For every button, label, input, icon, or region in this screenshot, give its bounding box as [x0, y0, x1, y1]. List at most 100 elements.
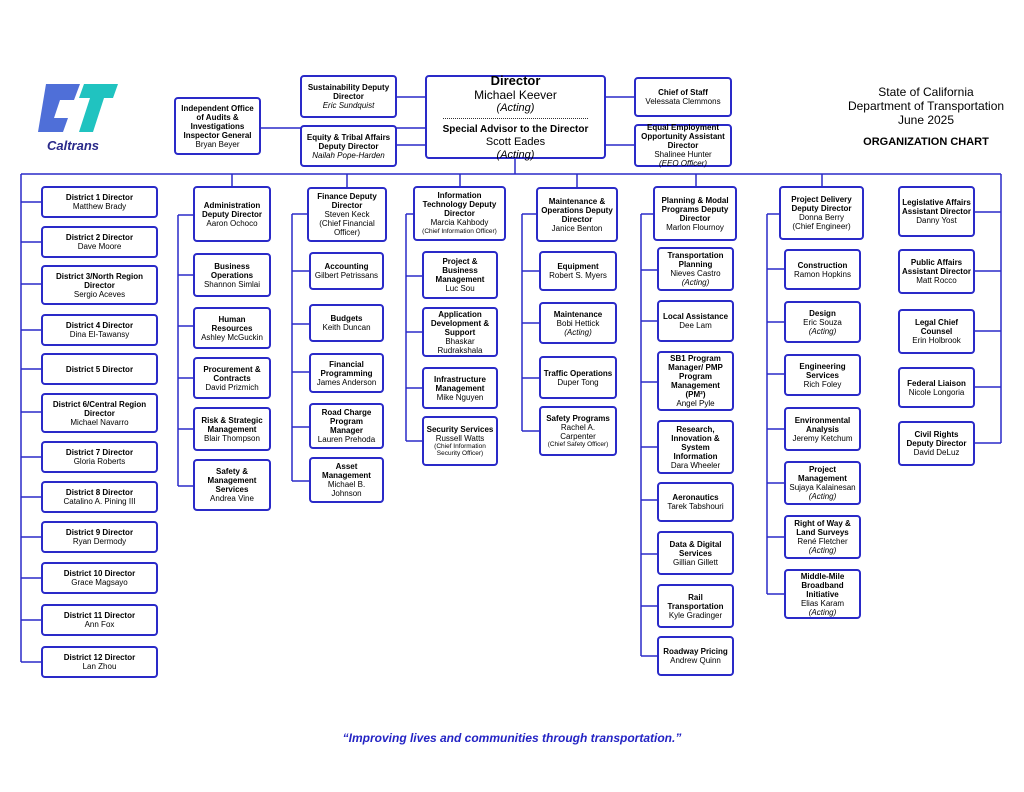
- unit-name: Kyle Gradinger: [668, 610, 723, 620]
- unit-title: Infrastructure Management: [433, 374, 486, 393]
- header-state: State of California: [878, 85, 974, 99]
- division-head-name: Steven Keck: [324, 210, 370, 219]
- division-head-name: Donna Berry: [799, 213, 844, 222]
- audits-name: Bryan Beyer: [195, 139, 240, 149]
- project-business-box: Project & Business Management Luc Sou: [422, 251, 498, 299]
- project-management-box: Project Management Sujaya Kalainesan (Ac…: [784, 461, 861, 505]
- unit-title: Project & Business Management: [435, 257, 485, 284]
- unit-name: René Fletcher: [797, 537, 848, 546]
- sustainability-box: Sustainability Deputy Director Eric Sund…: [300, 75, 397, 118]
- caltrans-logo-mark-icon: Caltrans: [38, 84, 118, 153]
- district-4-box: District 4 Director Dina El-Tawansy: [41, 314, 158, 346]
- aeronautics-box: Aeronautics Tarek Tabshouri: [657, 482, 734, 522]
- legislative-affairs-box: Legislative Affairs Assistant Director D…: [898, 186, 975, 237]
- district-8-box: District 8 Director Catalino A. Pining I…: [41, 481, 158, 513]
- unit-name: Dee Lam: [679, 321, 712, 330]
- district-title: District 10 Director: [63, 569, 136, 578]
- logo-wordmark: Caltrans: [47, 138, 99, 153]
- district-title: District 8 Director: [65, 488, 134, 497]
- district-title: District 9 Director: [65, 528, 134, 537]
- unit-name: David DeLuz: [913, 448, 960, 457]
- unit-name: Andrea Vine: [210, 494, 254, 503]
- division-head-note: (Chief Engineer): [792, 222, 851, 231]
- division-head-title: Information Technology Deputy Director: [422, 191, 497, 218]
- traffic-operations-box: Traffic Operations Duper Tong: [539, 356, 617, 399]
- unit-title: Business Operations: [210, 261, 254, 280]
- asset-management-box: Asset Management Michael B. Johnson: [309, 457, 384, 503]
- unit-note: (Acting): [808, 492, 837, 501]
- safety-management-box: Safety & Management Services Andrea Vine: [193, 459, 271, 511]
- district-7-box: District 7 Director Gloria Roberts: [41, 441, 158, 473]
- unit-title: Right of Way & Land Surveys: [794, 519, 851, 537]
- district-name: Ann Fox: [84, 620, 115, 629]
- district-name: Dina El-Tawansy: [69, 330, 130, 339]
- unit-title: Data & Digital Services: [669, 539, 722, 558]
- unit-name: Nicole Longoria: [908, 387, 965, 397]
- unit-title: Environmental Analysis: [794, 415, 851, 434]
- director-box: Director Michael Keever (Acting) Special…: [425, 73, 606, 161]
- equipment-box: Equipment Robert S. Myers: [539, 251, 617, 291]
- data-digital-box: Data & Digital Services Gillian Gillett: [657, 531, 734, 575]
- district-title: District 5 Director: [65, 364, 134, 374]
- district-name: Grace Magsayo: [71, 578, 128, 587]
- local-assistance-box: Local Assistance Dee Lam: [657, 300, 734, 342]
- sb1-program-box: SB1 Program Manager/ PMP Program Managem…: [657, 351, 734, 411]
- unit-name: Bobi Hettick: [556, 318, 600, 328]
- district-2-box: District 2 Director Dave Moore: [41, 226, 158, 258]
- unit-note: (Acting): [808, 607, 837, 617]
- unit-title: SB1 Program Manager/ PMP Program Managem…: [668, 354, 723, 399]
- district-3-box: District 3/North Region Director Sergio …: [41, 265, 158, 305]
- unit-title: Design: [809, 308, 836, 318]
- procurement-contracts-box: Procurement & Contracts David Prizmich: [193, 357, 271, 399]
- chief-of-staff-title: Chief of Staff: [658, 88, 708, 97]
- unit-title: Asset Management: [322, 462, 371, 480]
- division-head-title: Administration Deputy Director: [201, 200, 262, 219]
- unit-title: Application Development & Support: [430, 309, 490, 337]
- director-name: Michael Keever: [474, 87, 557, 102]
- unit-name: Tarek Tabshouri: [667, 502, 724, 511]
- application-development-box: Application Development & Support Bhaska…: [422, 307, 498, 357]
- equity-box: Equity & Tribal Affairs Deputy Director …: [300, 125, 397, 167]
- unit-title: Engineering Services: [799, 361, 846, 380]
- division-head-note: (Chief Information Officer): [422, 228, 497, 235]
- unit-name: Mike Nguyen: [436, 392, 484, 402]
- planning-head-box: Planning & Modal Programs Deputy Directo…: [653, 186, 737, 241]
- unit-name: Russell Watts: [435, 434, 485, 443]
- middle-mile-box: Middle-Mile Broadband Initiative Elias K…: [784, 569, 861, 619]
- unit-name: Bhaskar Rudrakshala: [437, 336, 483, 355]
- unit-name: Keith Duncan: [322, 323, 371, 332]
- advisor-name: Scott Eades: [485, 135, 546, 148]
- unit-name: Elias Karam: [800, 598, 845, 608]
- design-box: Design Eric Souza (Acting): [784, 301, 861, 343]
- business-operations-box: Business Operations Shannon Simlai: [193, 253, 271, 297]
- unit-name: Robert S. Myers: [549, 271, 607, 280]
- district-10-box: District 10 Director Grace Magsayo: [41, 562, 158, 594]
- district-name: Dave Moore: [77, 242, 122, 251]
- unit-name: Danny Yost: [916, 216, 957, 225]
- audits-box: Independent Office of Audits & Investiga…: [174, 97, 261, 155]
- unit-name: Shannon Simlai: [203, 279, 261, 289]
- division-head-name: Marlon Flournoy: [666, 222, 724, 232]
- administration-head-box: Administration Deputy Director Aaron Och…: [193, 186, 271, 242]
- division-head-title: Finance Deputy Director: [317, 192, 377, 210]
- district-name: Catalino A. Pining III: [63, 497, 136, 506]
- federal-liaison-box: Federal Liaison Nicole Longoria: [898, 367, 975, 408]
- unit-title: Middle-Mile Broadband Initiative: [800, 571, 845, 599]
- unit-title: Security Services: [426, 425, 494, 434]
- division-head-name: Marcia Kahbody: [430, 218, 489, 227]
- sustainability-name: Eric Sundquist: [322, 101, 375, 110]
- it-head-box: Information Technology Deputy Director M…: [413, 186, 506, 241]
- unit-name: Nieves Castro: [670, 269, 721, 278]
- unit-name: Jeremy Ketchum: [792, 433, 853, 443]
- unit-title: Roadway Pricing: [663, 647, 728, 656]
- right-of-way-box: Right of Way & Land Surveys René Fletche…: [784, 515, 861, 559]
- eeo-name: Shalinee Hunter: [654, 150, 712, 159]
- chief-of-staff-box: Chief of Staff Velessata Clemmons: [634, 77, 732, 117]
- tagline: “Improving lives and communities through…: [342, 731, 682, 745]
- header-date: June 2025: [897, 113, 955, 127]
- maintenance-head-box: Maintenance & Operations Deputy Director…: [536, 187, 618, 242]
- chief-of-staff-name: Velessata Clemmons: [645, 97, 721, 106]
- district-title: District 11 Director: [63, 611, 136, 620]
- finance-head-box: Finance Deputy Director Steven Keck (Chi…: [307, 187, 387, 242]
- unit-title: Project Management: [798, 465, 847, 483]
